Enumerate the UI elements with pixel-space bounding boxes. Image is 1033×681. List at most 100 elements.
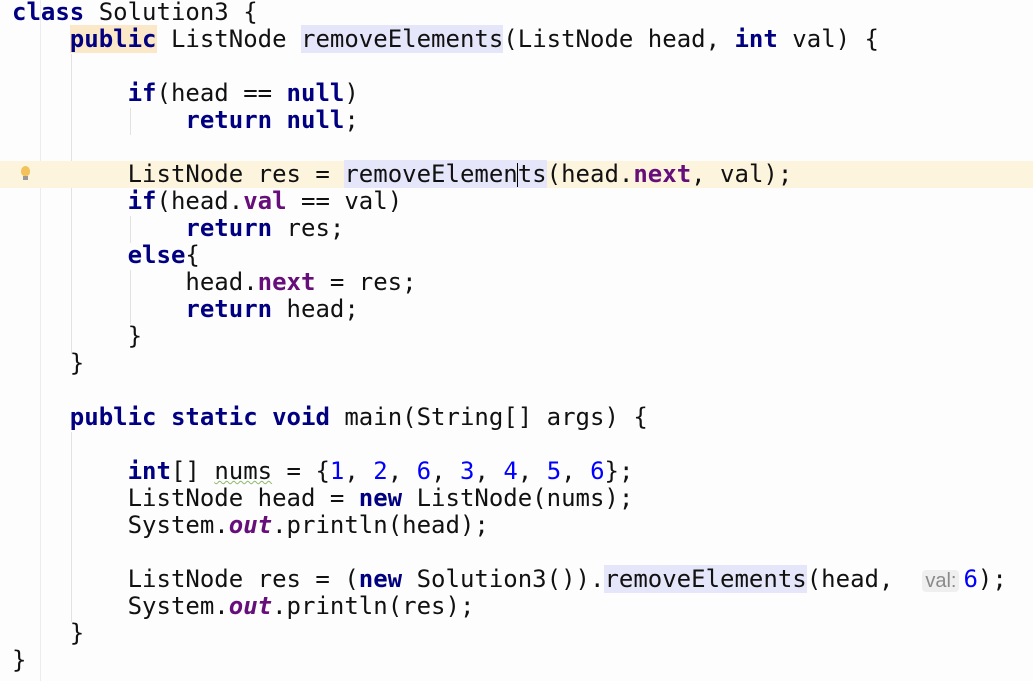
identifier: nums <box>214 457 273 485</box>
number-literal: 6 <box>590 457 605 485</box>
code-text: ); <box>977 565 1007 593</box>
field-name: next <box>633 160 692 188</box>
static-field: out <box>228 592 273 620</box>
keyword: public <box>69 403 157 431</box>
code-text <box>12 403 70 431</box>
keyword: public <box>69 25 157 53</box>
code-text: } <box>12 349 85 377</box>
code-line[interactable]: } <box>0 620 1033 647</box>
code-text: val) { <box>777 25 879 53</box>
code-text: = res; <box>315 268 417 296</box>
code-text <box>157 403 171 431</box>
code-text <box>12 457 128 485</box>
code-line[interactable]: } <box>0 350 1033 377</box>
code-text: ListNode res = ( <box>12 565 359 593</box>
code-text: ListNode(nums); <box>402 484 634 512</box>
code-line[interactable]: ListNode res = (new Solution3()).removeE… <box>0 565 1033 593</box>
usage-highlight: removeElements <box>301 25 504 53</box>
code-line[interactable]: int[] nums = {1, 2, 6, 3, 4, 5, 6}; <box>0 458 1033 485</box>
keyword: return <box>185 214 273 242</box>
code-text: ListNode head = <box>12 484 359 512</box>
usage-highlight: removeElements <box>604 565 807 593</box>
code-text: , <box>387 457 417 485</box>
code-text: Solution3()). <box>402 565 605 593</box>
field-name: next <box>257 268 316 296</box>
number-literal: 5 <box>546 457 562 485</box>
number-literal: 1 <box>329 457 345 485</box>
number-literal: 2 <box>373 457 388 485</box>
code-text: (ListNode head, <box>503 25 735 53</box>
keyword: void <box>272 403 330 431</box>
code-line[interactable]: System.out.println(head); <box>0 512 1033 539</box>
code-line[interactable] <box>0 53 1033 80</box>
code-text: , val); <box>691 160 793 188</box>
code-line[interactable]: else{ <box>0 242 1033 269</box>
code-line[interactable] <box>0 377 1033 404</box>
keyword: return <box>185 295 273 323</box>
code-text: head. <box>12 268 258 296</box>
indent-guide <box>130 216 131 243</box>
code-line[interactable]: ListNode head = new ListNode(nums); <box>0 485 1033 512</box>
code-text <box>12 214 185 242</box>
code-text: System. <box>12 592 229 620</box>
keyword: static <box>170 403 258 431</box>
keyword: class <box>12 0 85 26</box>
lightbulb-icon[interactable] <box>21 166 30 180</box>
keyword: null <box>286 79 345 107</box>
code-text: main(String[] args) { <box>329 403 648 431</box>
keyword: else <box>127 241 186 269</box>
code-text: }; <box>604 457 634 485</box>
code-text: System. <box>12 511 229 539</box>
keyword: int <box>127 457 171 485</box>
number-literal: 6 <box>416 457 432 485</box>
code-text: ) <box>344 79 359 107</box>
code-text: } <box>12 322 143 350</box>
number-literal: 6 <box>963 565 978 593</box>
code-line[interactable] <box>0 134 1033 161</box>
keyword: if <box>127 187 157 215</box>
code-text: [] <box>170 457 215 485</box>
code-text: } <box>12 646 27 674</box>
usage-highlight: removeElemen <box>344 160 518 188</box>
code-line[interactable]: ListNode res = removeElements(head.next,… <box>0 160 1033 188</box>
code-line[interactable]: if(head.val == val) <box>0 188 1033 215</box>
parameter-hint: val: <box>922 570 960 592</box>
keyword: null <box>286 106 345 134</box>
indent-guide <box>71 432 72 622</box>
code-text <box>12 106 185 134</box>
code-line[interactable]: public static void main(String[] args) { <box>0 404 1033 431</box>
keyword: if <box>127 79 157 107</box>
code-text: , <box>561 457 591 485</box>
usage-highlight: ts <box>517 160 547 188</box>
code-line[interactable]: } <box>0 647 1033 674</box>
code-text: (head, <box>806 565 923 593</box>
code-text: == val) <box>286 187 403 215</box>
code-text: ListNode <box>156 25 301 53</box>
code-line[interactable]: } <box>0 323 1033 350</box>
indent-guide <box>130 270 131 324</box>
code-line[interactable] <box>0 431 1033 458</box>
number-literal: 3 <box>459 457 475 485</box>
code-line[interactable] <box>0 539 1033 566</box>
keyword: return <box>185 106 273 134</box>
code-text: (head == <box>156 79 287 107</box>
code-line[interactable]: if(head == null) <box>0 80 1033 107</box>
code-line[interactable]: public ListNode removeElements(ListNode … <box>0 25 1033 53</box>
code-line[interactable]: System.out.println(res); <box>0 593 1033 620</box>
code-text: (head. <box>546 160 634 188</box>
code-text: .println(head); <box>272 511 489 539</box>
code-text: = { <box>272 457 330 485</box>
code-line[interactable]: class Solution3 { <box>0 0 1033 26</box>
code-text: , <box>431 457 460 485</box>
code-line[interactable]: return null; <box>0 107 1033 134</box>
code-text: ; <box>344 106 359 134</box>
editor-gutter[interactable] <box>0 0 41 681</box>
code-line[interactable]: head.next = res; <box>0 269 1033 296</box>
code-line[interactable]: return res; <box>0 215 1033 242</box>
code-text: { <box>185 241 200 269</box>
indent-guide <box>71 54 72 354</box>
code-line[interactable]: return head; <box>0 296 1033 323</box>
keyword: new <box>358 484 403 512</box>
code-text: , <box>474 457 504 485</box>
